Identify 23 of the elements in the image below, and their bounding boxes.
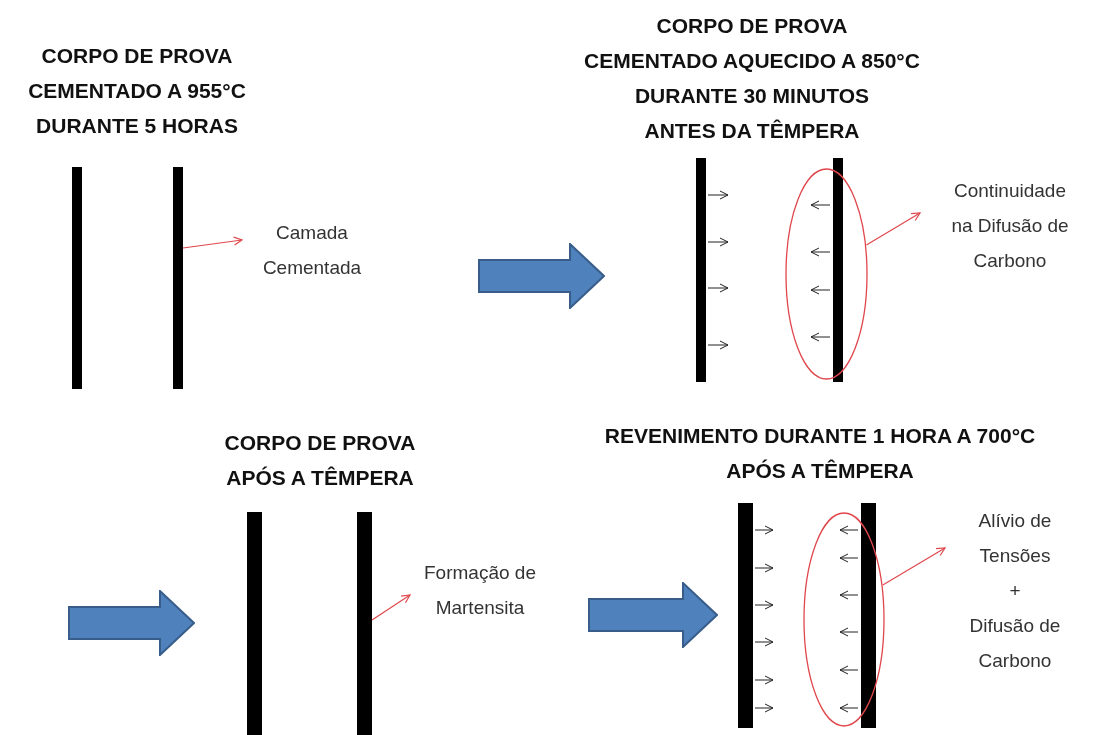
annotation-text: Camada Cementada: [242, 215, 382, 285]
specimen-bar: [357, 512, 372, 735]
ellipse-outline: [785, 168, 868, 380]
block-arrow: [478, 243, 605, 309]
leader-line: [865, 212, 921, 246]
heading-text: CORPO DE PROVA CEMENTADO A 955°C DURANTE 5 HORAS: [28, 43, 246, 139]
block-arrow: [588, 582, 718, 648]
leader-line: [371, 594, 411, 621]
heading-text: CORPO DE PROVA CEMENTADO AQUECIDO A 850°C DURANTE 30 MINUTOS ANTES DA TÊMPERA: [584, 13, 920, 144]
heading-text: CORPO DE PROVA APÓS A TÊMPERA: [224, 430, 416, 491]
ellipse-outline: [803, 512, 885, 727]
specimen-bar: [72, 167, 82, 389]
leader-line: [882, 547, 946, 586]
annotation-text: Alívio de Tensões + Difusão de Carbono: [945, 503, 1085, 678]
annotation-text: Continuidade na Difusão de Carbono: [920, 173, 1100, 278]
leader-line: [182, 236, 243, 249]
specimen-bar: [247, 512, 262, 735]
specimen-bar: [738, 503, 753, 728]
block-arrow: [68, 590, 195, 656]
heading-text: REVENIMENTO DURANTE 1 HORA A 700°C APÓS A TÊMPERA: [604, 423, 1036, 484]
annotation-text: Formação de Martensita: [410, 555, 550, 625]
specimen-bar: [696, 158, 706, 382]
specimen-bar: [173, 167, 183, 389]
